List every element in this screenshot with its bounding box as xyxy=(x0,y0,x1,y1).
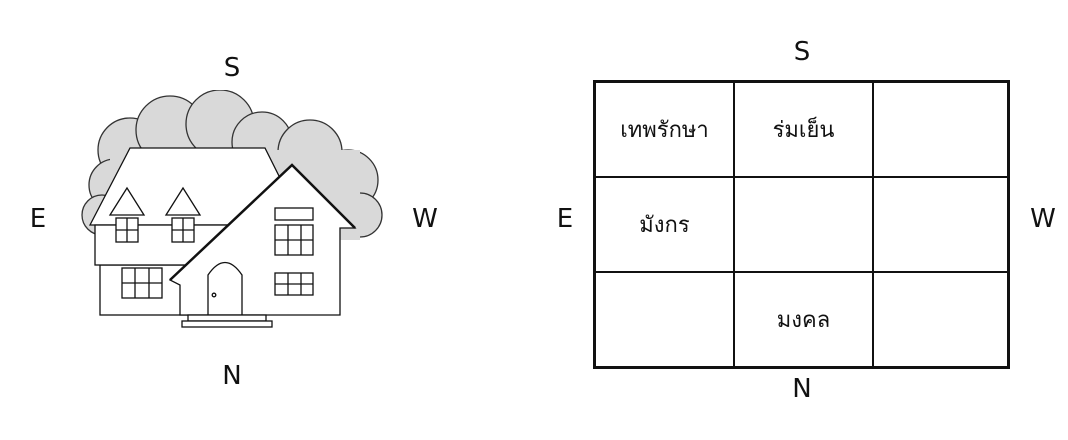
grid-cell xyxy=(734,177,873,272)
direction-grid: เทพรักษา ร่มเย็น มังกร มงคล xyxy=(593,80,1010,369)
grid-cell: มังกร xyxy=(595,177,735,272)
house-compass-top: S xyxy=(224,55,241,81)
grid-compass-top: S xyxy=(794,39,811,65)
grid-cell xyxy=(873,177,1009,272)
house-compass-right: W xyxy=(412,206,438,232)
grid-row: มังกร xyxy=(595,177,1009,272)
grid-cell xyxy=(873,82,1009,178)
grid-row: เทพรักษา ร่มเย็น xyxy=(595,82,1009,178)
grid-cell: ร่มเย็น xyxy=(734,82,873,178)
grid-cell xyxy=(873,272,1009,368)
grid-cell xyxy=(595,272,735,368)
grid-row: มงคล xyxy=(595,272,1009,368)
house-compass-bottom: N xyxy=(222,363,241,389)
grid-cell: มงคล xyxy=(734,272,873,368)
grid-compass-right: W xyxy=(1030,206,1056,232)
grid-compass-left: E xyxy=(557,206,573,232)
house-compass-left: E xyxy=(30,206,46,232)
house-illustration xyxy=(70,90,390,330)
grid-compass-bottom: N xyxy=(792,376,811,402)
grid-cell: เทพรักษา xyxy=(595,82,735,178)
